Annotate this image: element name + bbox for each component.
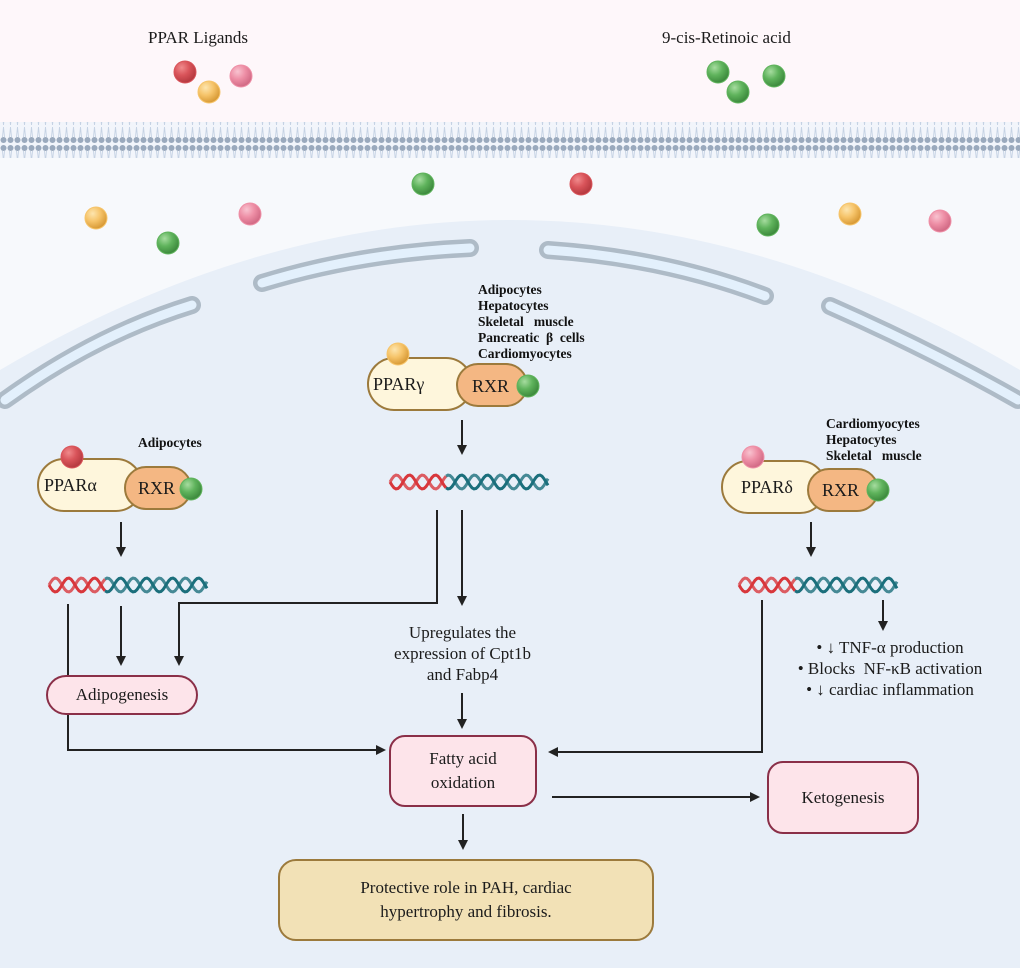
ppar-alpha-label: PPARα (44, 475, 97, 495)
extracellular-space (0, 0, 1020, 122)
dna-helix-alpha (47, 576, 209, 594)
yellow-ligand-ball (84, 206, 108, 230)
cell-type: Pancreatic β cells (478, 330, 585, 345)
adipogenesis-label: Adipogenesis (75, 685, 169, 704)
cell-type: Adipocytes (478, 282, 542, 297)
effect-item: • Blocks NF-κB activation (797, 659, 983, 678)
cell-type: Cardiomyocytes (826, 416, 920, 431)
cell-type: Adipocytes (138, 435, 202, 450)
free-ligands (84, 60, 952, 255)
ppar-alpha-bound-ligand (60, 445, 84, 469)
ketogenesis-box: Ketogenesis (767, 761, 919, 834)
green-ligand-ball (756, 213, 780, 237)
effect-item: • ↓ TNF-α production (816, 638, 964, 657)
fao-line: Fatty acid (429, 749, 497, 768)
pink-ligand-ball (928, 209, 952, 233)
dna-strand (794, 576, 899, 594)
protective-line: hypertrophy and fibrosis. (380, 902, 552, 921)
pink-ligand-ball (238, 202, 262, 226)
green-ligand-ball (411, 172, 435, 196)
cell-type: Hepatocytes (826, 432, 897, 447)
nucleus (0, 220, 1020, 968)
fao-line: oxidation (430, 773, 496, 792)
dna-strand (47, 576, 107, 594)
adipogenesis-box: Adipogenesis (46, 675, 198, 715)
ppar-alpha-cell-types: Adipocytes (138, 435, 202, 451)
green-ligand-ball (726, 80, 750, 104)
retinoic-acid-label: 9-cis-Retinoic acid (662, 28, 791, 47)
yellow-ligand-ball (197, 80, 221, 104)
cell-type: Skeletal muscle (478, 314, 574, 329)
arrow-alpha-dna-to-fao (67, 604, 386, 755)
nuclear-envelope-segment (825, 301, 1020, 405)
upregulates-line: Upregulates the (408, 623, 517, 642)
protective-line: Protective role in PAH, cardiac (360, 878, 572, 897)
fatty-acid-oxidation-box: Fatty acid oxidation (389, 735, 537, 807)
ppar-gamma-rxr-complex (367, 342, 540, 411)
nuclear-envelope-segment (543, 245, 770, 301)
ppar-ligands-label: PPAR Ligands (148, 28, 248, 47)
green-ligand-ball (156, 231, 180, 255)
ppar-gamma-label: PPARγ (373, 374, 425, 394)
dna-strand (445, 473, 550, 491)
rxr-gamma-label: RXR (472, 376, 510, 396)
upregulates-line: and Fabp4 (426, 665, 499, 684)
dna-strand (737, 576, 797, 594)
nuclear-envelope-segment (0, 300, 197, 405)
plasma-membrane (0, 122, 1020, 158)
ppar-delta-cell-types: Cardiomyocytes Hepatocytes Skeletal musc… (826, 416, 922, 464)
arrow-delta-dna-to-fao (548, 600, 763, 757)
cell-type: Cardiomyocytes (478, 346, 572, 361)
ppar-delta-rxr-complex (721, 445, 890, 514)
protective-role-box: Protective role in PAH, cardiac hypertro… (278, 859, 654, 941)
ketogenesis-label: Ketogenesis (801, 787, 885, 807)
red-ligand-ball (569, 172, 593, 196)
nuclear-envelope-segment (257, 243, 475, 288)
dna-strand (47, 576, 107, 594)
dna-strand (104, 576, 209, 594)
effect-item: • ↓ cardiac inflammation (806, 680, 974, 699)
ppar-gamma-cell-types: Adipocytes Hepatocytes Skeletal muscle P… (478, 282, 585, 362)
dna-strand (104, 576, 209, 594)
pathway-arrows (67, 420, 888, 850)
dna-strand (388, 473, 448, 491)
pink-ligand-ball (229, 64, 253, 88)
rxr-delta-label: RXR (822, 480, 860, 500)
cell-type: Skeletal muscle (826, 448, 922, 463)
dna-strand (445, 473, 550, 491)
retinoic-acid-bound-ligand (516, 374, 540, 398)
dna-strand (794, 576, 899, 594)
ppar-delta-bound-ligand (741, 445, 765, 469)
green-ligand-ball (706, 60, 730, 84)
ppar-delta-effects: • ↓ TNF-α production • Blocks NF-κB acti… (760, 637, 1020, 700)
rxr-alpha-label: RXR (138, 478, 176, 498)
dna-strand (388, 473, 448, 491)
green-ligand-ball (762, 64, 786, 88)
upregulates-line: expression of Cpt1b (394, 644, 531, 663)
cell-type: Hepatocytes (478, 298, 549, 313)
nuclear-envelope (0, 239, 1020, 409)
upregulates-text: Upregulates the expression of Cpt1b and … (360, 622, 565, 685)
arrow-gamma-dna-to-adipogenesis (174, 510, 438, 666)
dna-helix-gamma (388, 473, 550, 491)
ppar-gamma-bound-ligand (386, 342, 410, 366)
retinoic-acid-bound-ligand (866, 478, 890, 502)
retinoic-acid-bound-ligand (179, 477, 203, 501)
red-ligand-ball (173, 60, 197, 84)
ppar-delta-label: PPARδ (741, 477, 793, 497)
dna-helix-delta (737, 576, 899, 594)
yellow-ligand-ball (838, 202, 862, 226)
dna-strands (47, 473, 899, 594)
dna-strand (737, 576, 797, 594)
ppar-alpha-rxr-complex (37, 445, 203, 512)
